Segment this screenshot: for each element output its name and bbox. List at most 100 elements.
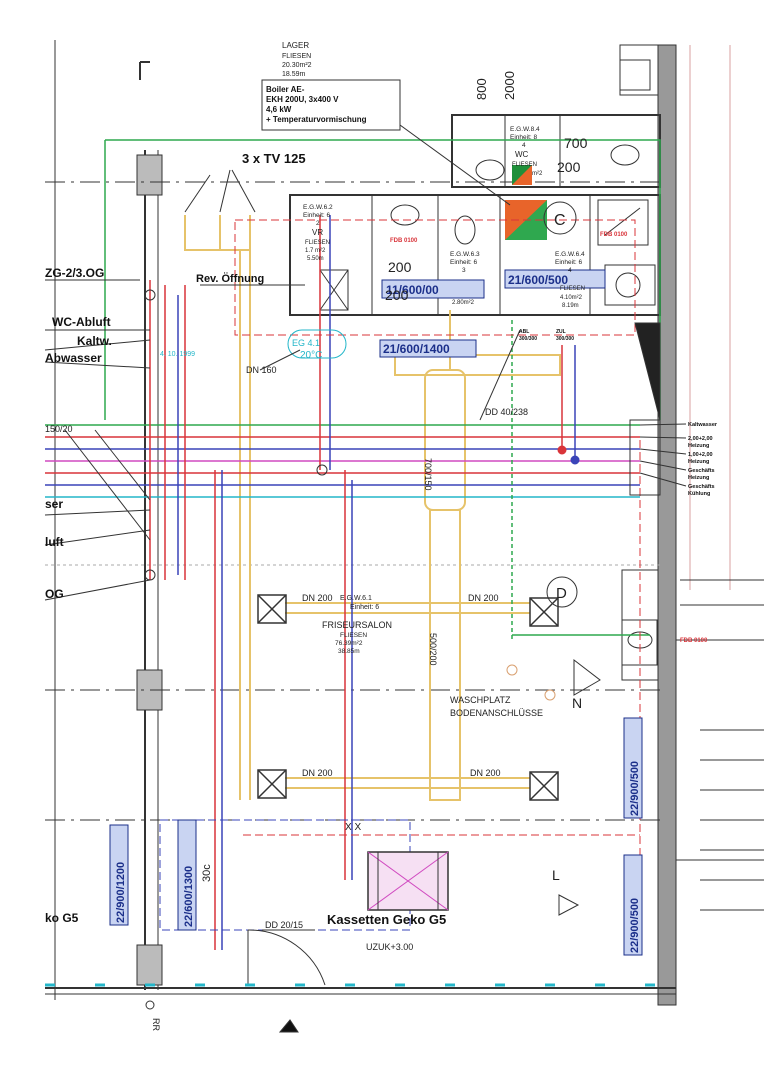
wc2-id: E.G.W.6.3 — [450, 251, 480, 258]
legend-r6: Geschäfts — [688, 468, 715, 474]
num-200b: 200 — [385, 287, 409, 303]
num-200c: 200 — [557, 159, 581, 175]
wc4-id: E.G.W.8.4 — [510, 126, 540, 133]
duct-d2: 11/600/00 — [386, 283, 439, 297]
wc1-unit: Einheit: 6 — [303, 212, 330, 219]
fdb-1: FDB 0100 — [390, 238, 418, 244]
fdb-3: FDB 0100 — [680, 638, 708, 644]
text-layer: LAGER FLIESEN 20.30m²2 18.59m Boiler AE-… — [45, 41, 718, 1031]
duct-dn200b: DN 200 — [468, 593, 499, 603]
label-150: 150/20 — [45, 424, 73, 434]
duct-d1: 21/600/1400 — [383, 342, 450, 356]
boiler-line4: + Temperaturvormischung — [266, 115, 367, 124]
duct-dn200d: DN 200 — [470, 768, 501, 778]
duct-v700: 700/150 — [423, 458, 433, 491]
legend-r2: 2,00+2,00 — [688, 436, 713, 442]
duct-dn200c: DN 200 — [302, 768, 333, 778]
legend-r8: Geschäfts — [688, 484, 715, 490]
wc3-id: E.G.W.6.4 — [555, 251, 585, 258]
circle-c: C — [554, 212, 566, 229]
duct-right1: 22/900/500 — [629, 761, 641, 816]
wc4-floor: FLIESEN — [512, 162, 537, 168]
duct-left2: 22/600/1300 — [183, 866, 195, 927]
duct-dd20: DD 20/15 — [265, 920, 303, 930]
salon-id: E.G.W.6.1 — [340, 595, 372, 602]
eg-temp-1: EG 4.1 — [292, 338, 320, 348]
duct-dn200a: DN 200 — [302, 593, 333, 603]
wc3-num: 4 — [568, 267, 572, 274]
pipes — [45, 139, 661, 950]
duct-dd40: DD 40/238 — [485, 407, 528, 417]
label-zg: ZG-2/3.OG — [45, 266, 104, 280]
lager-perim: 18.59m — [282, 71, 306, 78]
legend-r3: Heizung — [688, 443, 709, 449]
wc1-num: 2 — [316, 220, 320, 227]
label-wc-abluft: WC-Abluft — [52, 315, 111, 329]
num-700: 700 — [564, 135, 588, 151]
legend-r7: Heizung — [688, 475, 709, 481]
label-rr: RR — [151, 1018, 161, 1031]
label-luft: luft — [45, 535, 64, 549]
num-800: 800 — [474, 78, 489, 100]
label-rev: Rev. Öffnung — [196, 272, 264, 285]
wc3-perim: 8.19m — [562, 303, 579, 309]
salon-perim: 38.85m — [338, 648, 360, 655]
zul-1: ZUL — [556, 329, 566, 335]
lager-area: 20.30m²2 — [282, 62, 312, 69]
label-ser: ser — [45, 497, 63, 511]
diffusers — [257, 594, 559, 801]
wc2-area: 2.80m²2 — [452, 300, 475, 306]
label-og: OG — [45, 587, 64, 601]
wc4-num: 4 — [522, 142, 526, 149]
label-waschplatz: WASCHPLATZ — [450, 695, 511, 705]
boiler-line3: 4,6 kW — [266, 105, 292, 114]
label-boden: BODENANSCHLÜSSE — [450, 708, 543, 718]
abl-1b: 300/300 — [519, 336, 537, 342]
boiler-line2: EKH 200U, 3x400 V — [266, 95, 339, 104]
wc3-floor: FLIESEN — [560, 286, 585, 292]
legend-r9: Kühlung — [688, 491, 710, 497]
wc2-num: 3 — [462, 267, 466, 274]
duct-right2: 22/900/500 — [629, 898, 641, 953]
yellow-ducts — [184, 215, 561, 801]
wc3-area: 4.10m²2 — [560, 295, 583, 301]
boiler-line1: Boiler AE- — [266, 85, 305, 94]
circle-d: D — [556, 585, 567, 602]
zone-outlines — [159, 219, 641, 935]
wc1-area: 1.7 m²2 — [305, 248, 326, 254]
label-ko-g5: ko G5 — [45, 911, 79, 925]
salon-name: FRISEURSALON — [322, 620, 392, 630]
salon-area: 76.39m²2 — [335, 640, 363, 647]
walls — [45, 40, 764, 1006]
salon-unit: Einheit: 6 — [350, 604, 379, 611]
legend-r1: Kaltwasser — [688, 422, 718, 428]
duct-left1: 22/900/1200 — [115, 862, 127, 923]
wc1-perim: 5.50m — [307, 256, 324, 262]
duct-v500: 500/200 — [428, 633, 438, 666]
num-200a: 200 — [388, 259, 412, 275]
legend-lines — [639, 423, 687, 487]
label-north: N — [572, 695, 582, 711]
duct-dn160: DN 160 — [246, 365, 277, 375]
wc4-unit: Einheit: 8 — [510, 134, 537, 141]
xx-mark: X X — [345, 822, 361, 833]
abl-1: ABL — [519, 329, 529, 335]
zul-1b: 300/300 — [556, 336, 574, 342]
label-kaltw: Kaltw. — [77, 334, 112, 348]
fdb-2: FDB 0100 — [600, 232, 628, 238]
legend-r4: 1,00+2,00 — [688, 452, 713, 458]
lager-title: LAGER — [282, 41, 309, 50]
val-300: 30c — [201, 864, 213, 882]
label-uzuk: UZUK+3.00 — [366, 942, 413, 952]
label-date: 4. 10. 1999 — [160, 351, 195, 358]
wc1-id: E.G.W.6.2 — [303, 204, 333, 211]
l-letter: L — [552, 867, 560, 883]
duct-d3: 21/600/500 — [508, 273, 568, 287]
num-2000: 2000 — [502, 71, 517, 100]
boiler-callout-box — [261, 79, 401, 131]
kassetten-unit — [367, 851, 449, 911]
wc1-floor: FLIESEN — [305, 240, 330, 246]
wc4-name: WC — [515, 150, 529, 159]
wc3-unit: Einheit: 6 — [555, 259, 582, 266]
misc-symbols — [139, 61, 661, 1033]
